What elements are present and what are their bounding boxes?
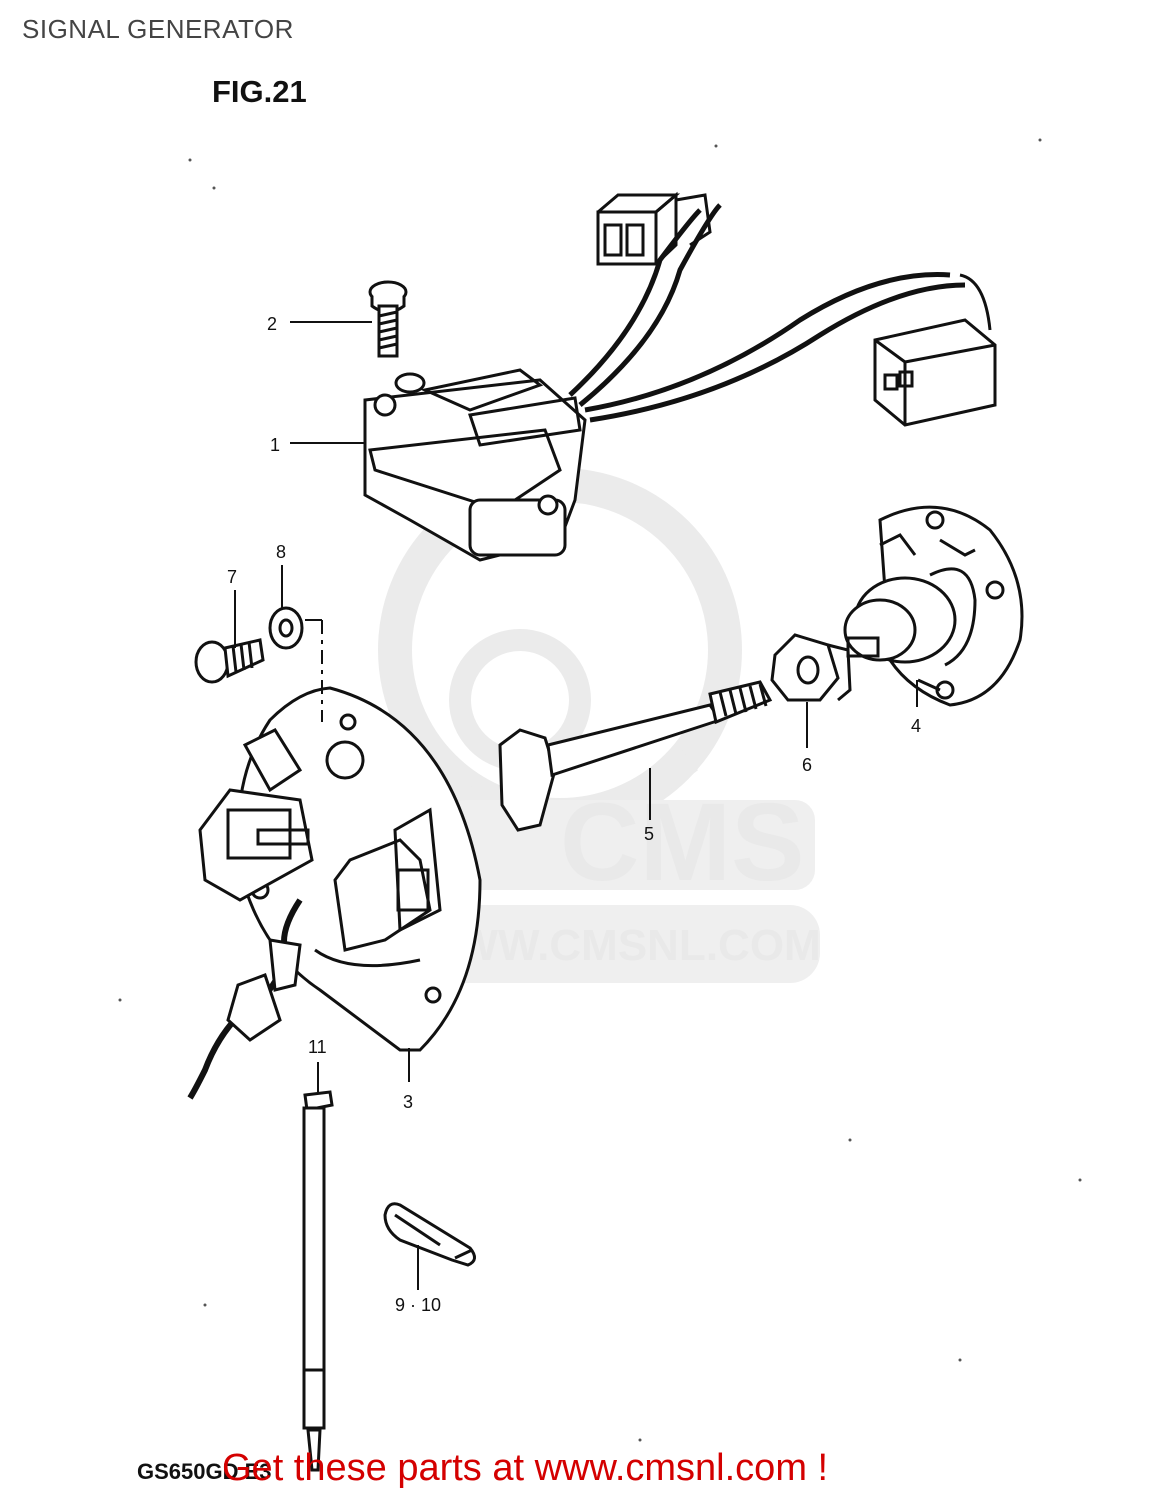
callout-11: 11 (308, 1037, 327, 1057)
wire-clamp (383, 1202, 476, 1267)
pickup-coil-plate (187, 686, 482, 1100)
hex-nut (770, 633, 852, 702)
governor-advancer (843, 505, 1024, 707)
igniter-unit (363, 191, 997, 562)
watermark-brand: CMS (560, 781, 804, 904)
print-specks (118, 138, 1082, 1442)
callout-5: 5 (644, 824, 654, 844)
callout-2: 2 (267, 314, 277, 334)
callout-8: 8 (276, 542, 286, 562)
callout-3: 3 (403, 1092, 413, 1112)
footer-link[interactable]: Get these parts at www.cmsnl.com ! (222, 1447, 829, 1489)
leader-lines (234, 321, 918, 1290)
callout-4: 4 (911, 716, 921, 736)
figure-label: FIG.21 (212, 74, 307, 109)
callout-numbers: 2 1 7 8 3 4 6 5 11 9 · 10 (227, 314, 921, 1315)
model-code: GS650GD E3 (137, 1459, 272, 1484)
page-title: SIGNAL GENERATOR (22, 14, 294, 44)
cable-tie (302, 1090, 334, 1472)
callout-7: 7 (227, 567, 237, 587)
callout-1: 1 (270, 435, 280, 455)
callout-6: 6 (802, 755, 812, 775)
callout-9-10: 9 · 10 (395, 1295, 441, 1315)
washer (268, 606, 304, 650)
long-bolt (498, 680, 773, 832)
igniter-screw (368, 280, 408, 358)
watermark-url: WWW.CMSNL.COM (415, 921, 821, 970)
plate-screw (194, 638, 265, 684)
